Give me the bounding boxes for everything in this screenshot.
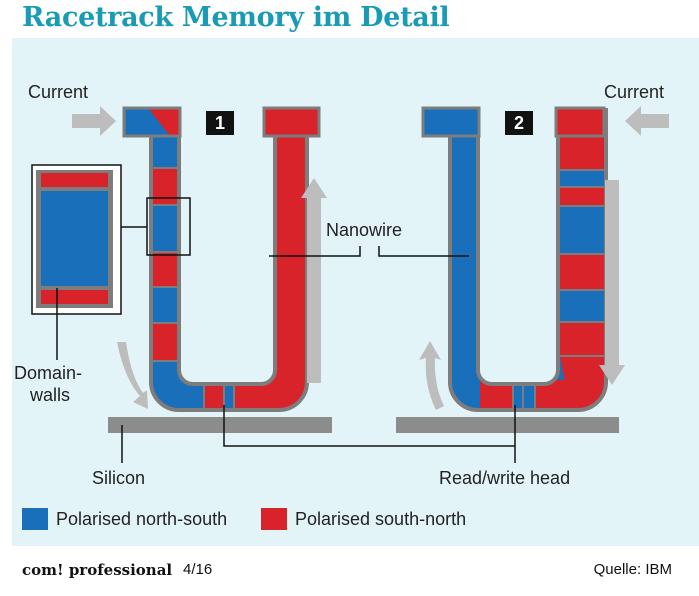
legend-swatch-south-north <box>261 508 287 530</box>
silicon-bar-1 <box>108 417 332 433</box>
current-label-right: Current <box>604 82 665 102</box>
badge-2-label: 2 <box>513 113 524 133</box>
silicon-label: Silicon <box>92 468 146 488</box>
domain-walls-label-line2: walls <box>30 385 71 405</box>
current-label-left: Current <box>28 82 89 102</box>
badge-1 <box>206 111 234 135</box>
footer-source: Quelle: IBM <box>593 561 672 578</box>
domain-walls-label-line1: Domain- <box>14 363 83 383</box>
curved-arrow-up-icon <box>419 341 444 410</box>
nanowire-label: Nanowire <box>326 220 403 240</box>
down-arrow-icon <box>599 180 625 385</box>
domain-walls-inset <box>31 164 191 360</box>
legend-swatch-north-south <box>22 508 48 530</box>
diagram-title: Racetrack Memory im Detail <box>22 2 450 33</box>
read-write-head-label: Read/write head <box>439 468 571 488</box>
legend-label-south-north: Polarised south-north <box>295 509 467 529</box>
silicon-bar-2 <box>396 417 619 433</box>
footer-issue: 4/16 <box>183 561 213 578</box>
nanowire-1 <box>122 106 321 412</box>
current-arrow-right-icon <box>625 106 669 136</box>
leader-lines <box>121 246 516 463</box>
badge-1-label: 1 <box>214 113 225 133</box>
current-arrow-left-icon <box>72 106 116 136</box>
curved-arrow-down-icon <box>117 342 148 409</box>
up-arrow-icon <box>301 178 327 383</box>
badge-2 <box>505 111 533 135</box>
footer-brand: com! professional <box>22 561 173 579</box>
legend-label-north-south: Polarised north-south <box>56 509 228 529</box>
nanowire-2 <box>421 106 608 412</box>
